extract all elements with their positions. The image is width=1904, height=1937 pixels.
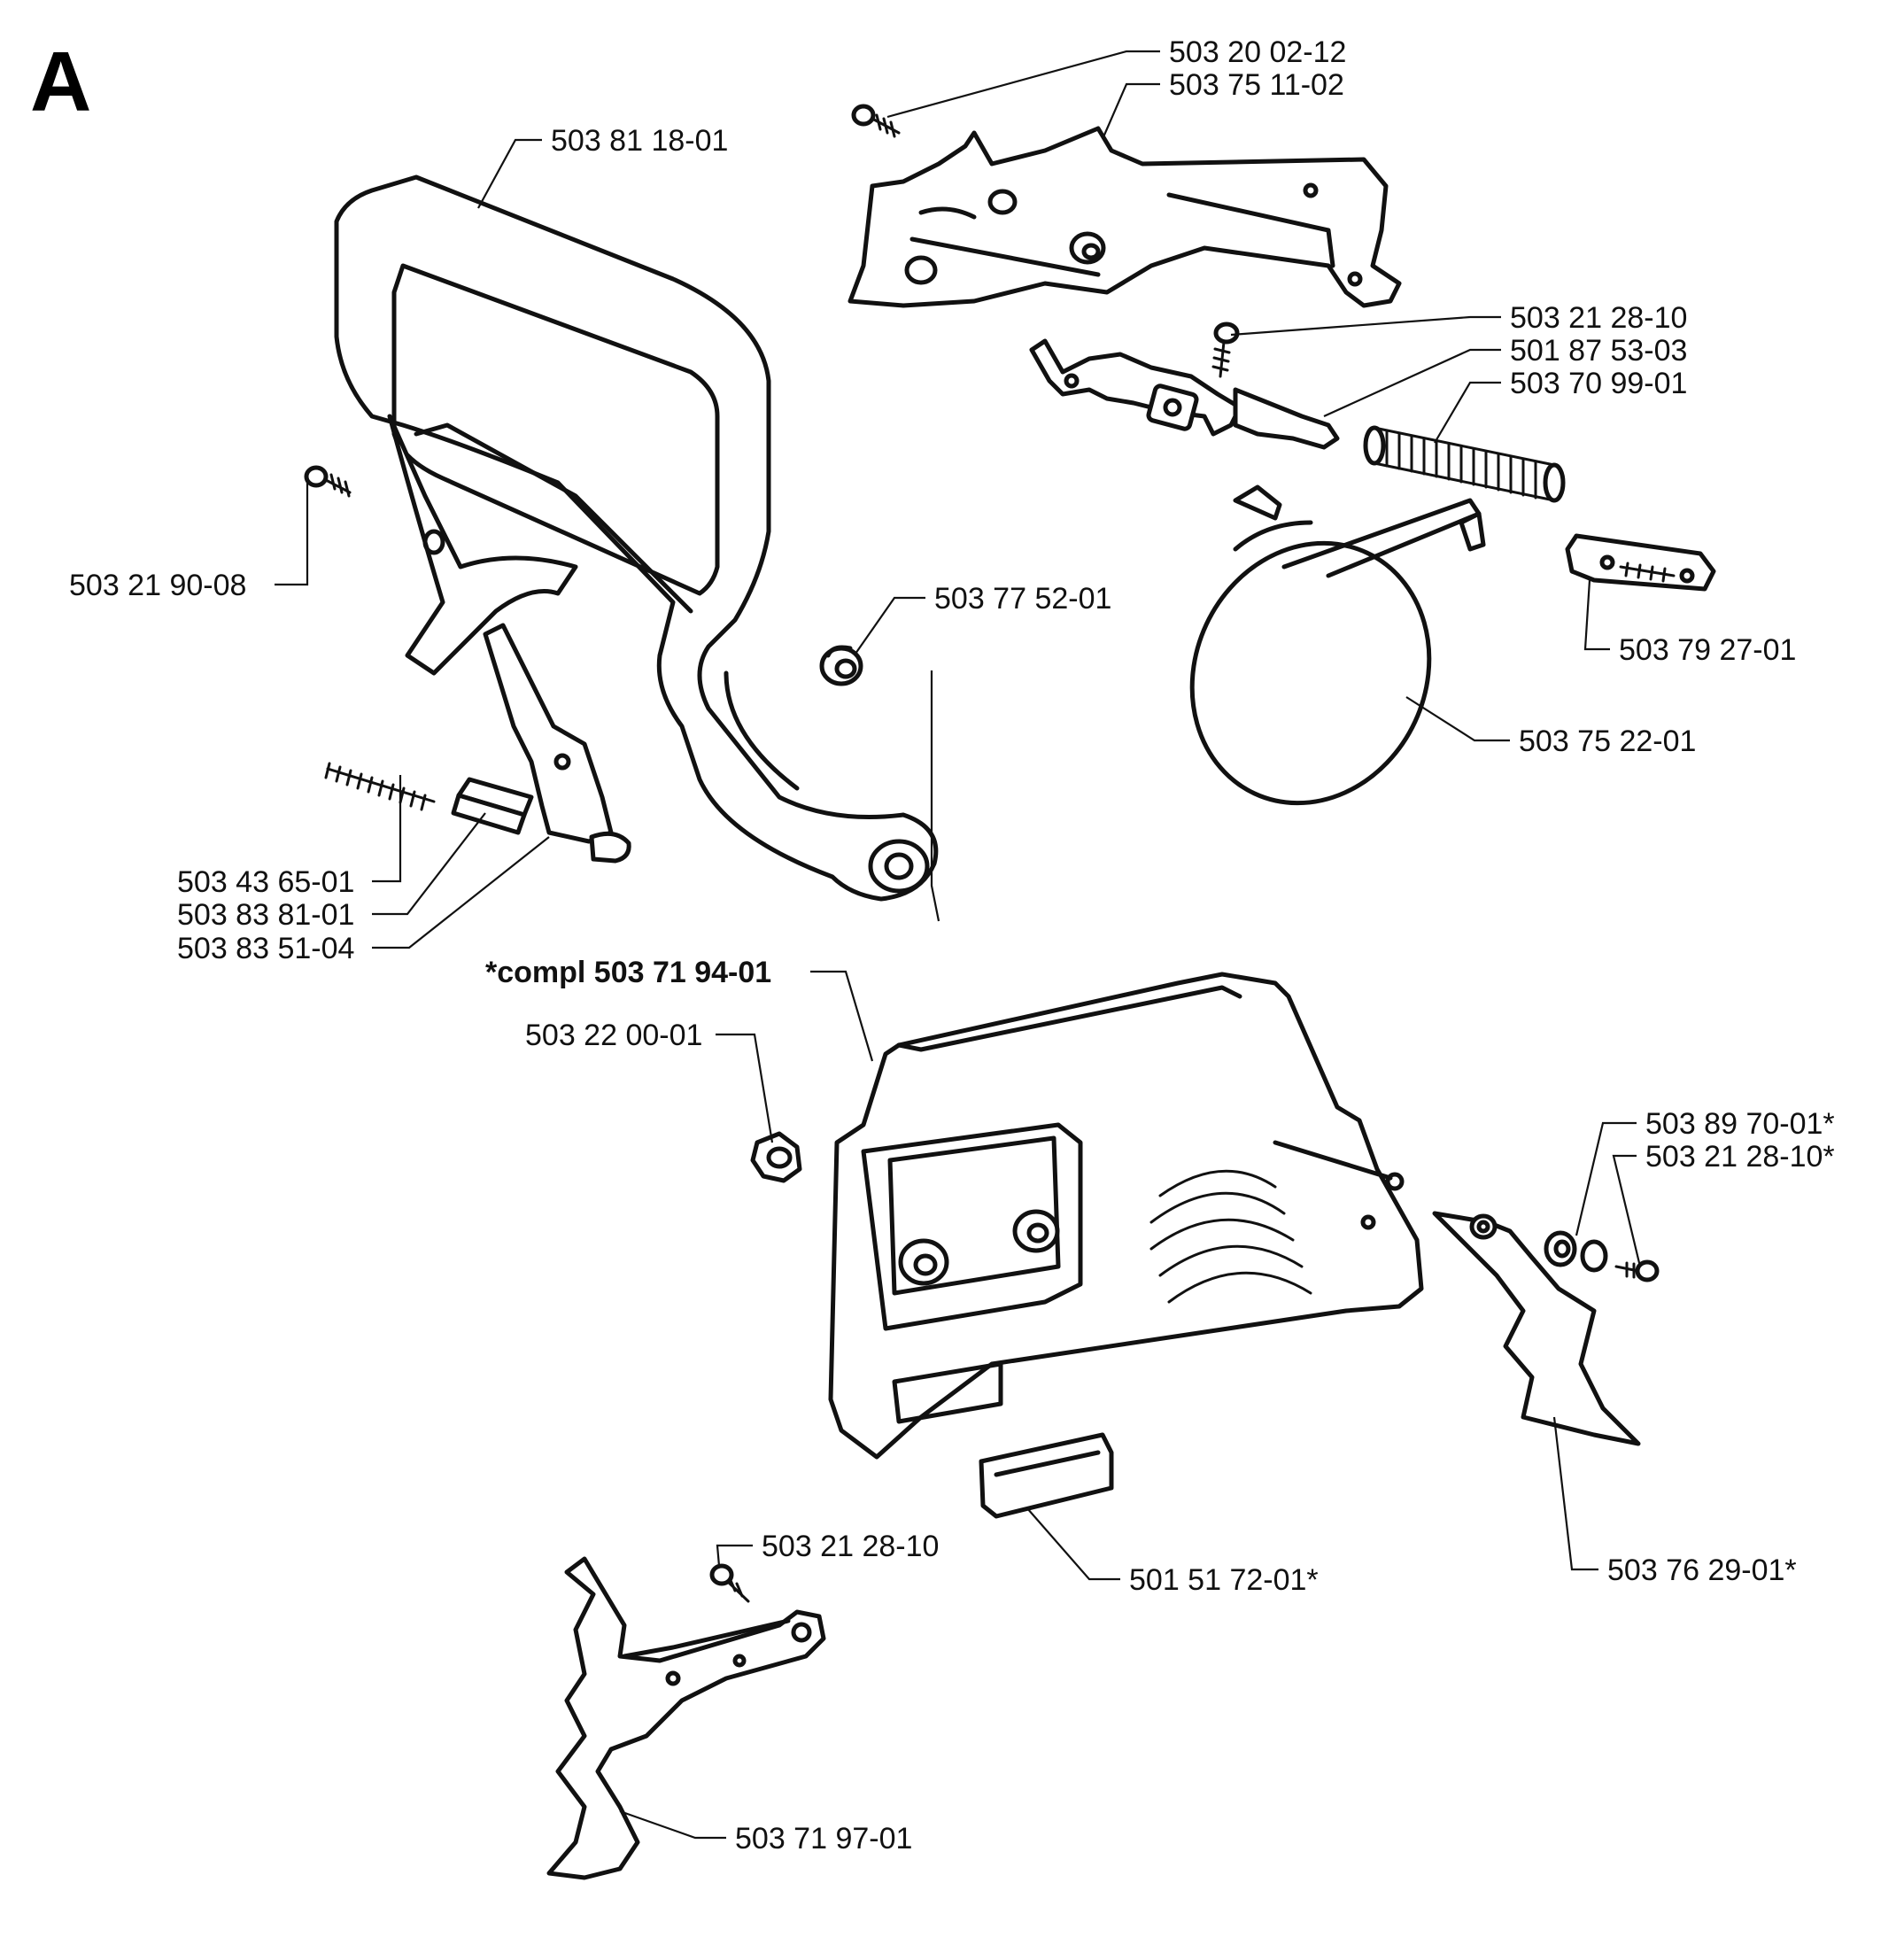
chain-guard-cover [828,972,1424,1460]
label-501-51-72-01: 501 51 72-01* [1129,1563,1319,1597]
screw-503-20-02-12 [851,104,901,138]
washer-503-89-70-01 [1544,1230,1608,1273]
label-503-21-28-10-top: 503 21 28-10 [1510,301,1687,335]
label-503-83-51-04: 503 83 51-04 [177,932,354,965]
bushing-503-77-52-01 [819,645,863,686]
front-hand-guard [334,174,939,902]
pad-501-51-72-01 [979,1432,1114,1519]
bracket-503-71-97-01 [546,1556,826,1880]
brake-lever-arm [483,623,631,864]
label-503-81-18-01: 503 81 18-01 [551,124,728,158]
label-503-22-00-01: 503 22 00-01 [525,1019,702,1052]
side-plate-503-76-29-01 [1432,1211,1641,1446]
label-503-75-11-02: 503 75 11-02 [1169,68,1344,102]
spring-503-43-65-01 [324,762,436,811]
section-letter: A [30,35,91,129]
label-503-21-28-10-bottom: 503 21 28-10 [762,1530,939,1563]
label-503-77-52-01: 503 77 52-01 [934,582,1111,616]
pin-plate-503-79-27-01 [1565,533,1716,592]
screw-503-21-28-10-star [1614,1259,1660,1282]
block-503-83-81-01 [451,777,534,835]
label-503-75-22-01: 503 75 22-01 [1519,724,1696,758]
bracket-plate-503-75-11-02 [848,126,1402,308]
screw-503-21-28-10-bottom [709,1563,750,1603]
label-503-83-81-01: 503 83 81-01 [177,898,354,932]
label-503-79-27-01: 503 79 27-01 [1619,633,1796,667]
label-503-70-99-01: 503 70 99-01 [1510,367,1687,400]
label-503-20-02-12: 503 20 02-12 [1169,35,1346,69]
label-503-71-97-01: 503 71 97-01 [735,1822,912,1856]
brake-band-503-75-22-01 [1189,484,1486,806]
label-501-87-53-03: 501 87 53-03 [1510,334,1687,368]
spring-503-70-99-01 [1363,425,1566,503]
screw-503-21-28-10-top [1211,322,1240,378]
label-503-43-65-01: 503 43 65-01 [177,865,354,899]
brake-link-501-87-53-03 [1029,338,1340,450]
part-labels: 503 20 02-12 503 75 11-02 503 81 18-01 5… [69,35,1835,1856]
label-503-76-29-01: 503 76 29-01* [1607,1553,1797,1587]
label-503-89-70-01: 503 89 70-01* [1645,1107,1835,1141]
label-503-21-90-08: 503 21 90-08 [69,569,246,602]
screw-503-21-90-08 [304,465,352,498]
nut-503-22-00-01 [750,1131,802,1183]
label-503-21-28-10-star: 503 21 28-10* [1645,1140,1835,1174]
label-compl-503-71-94-01: *compl 503 71 94-01 [485,956,771,989]
leader-lines [275,50,1642,1840]
